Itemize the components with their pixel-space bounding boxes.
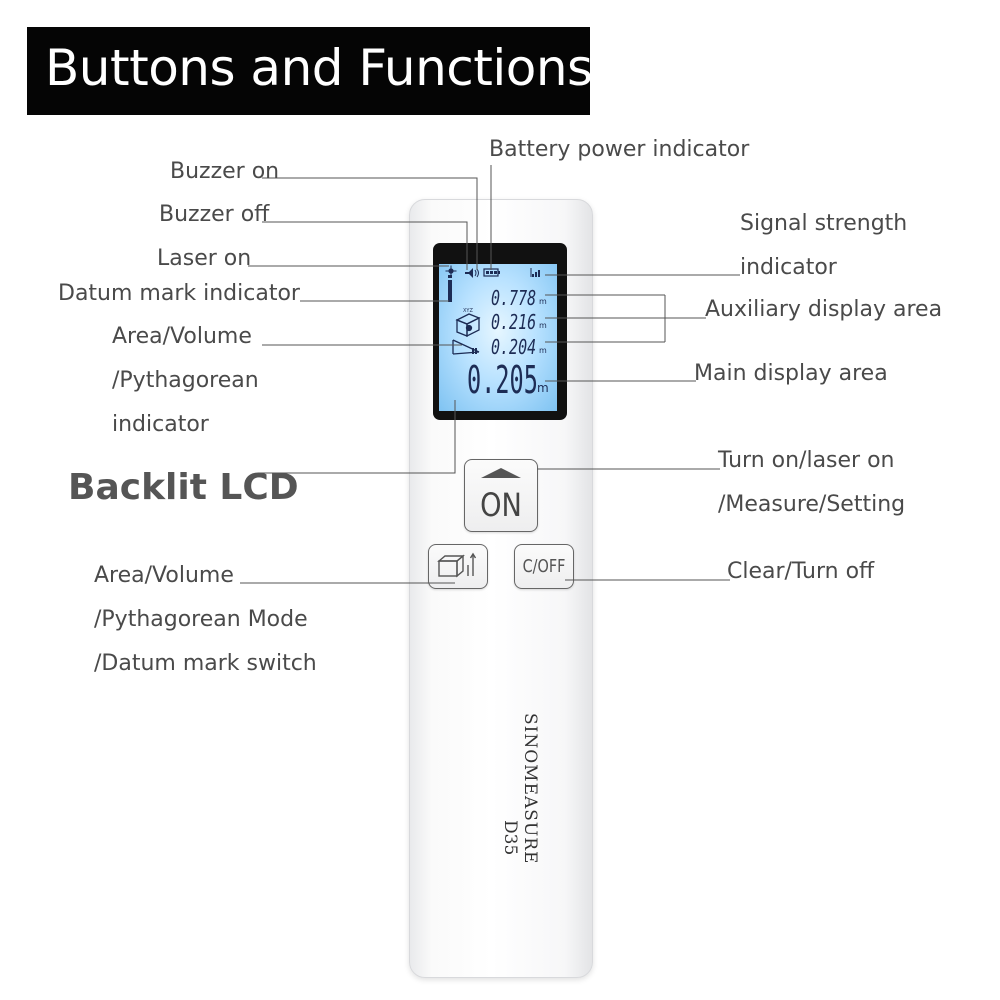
laser-icon: [445, 265, 457, 277]
label-area-volume-line3: indicator: [112, 412, 209, 437]
battery-icon: [483, 268, 500, 277]
brand-name: SINOMEASURE: [520, 713, 540, 865]
label-laser-on: Laser on: [157, 246, 252, 271]
aux-value-3: 0.204: [491, 335, 537, 359]
model-name: D35: [500, 820, 520, 856]
aux-value-2: 0.216: [491, 310, 537, 334]
label-datum-mark-indicator: Datum mark indicator: [58, 281, 300, 306]
label-buzzer-on: Buzzer on: [170, 159, 280, 184]
xyz-icon-label: XYZ: [463, 308, 473, 314]
label-signal-strength-line2: indicator: [740, 255, 837, 280]
clear-off-button-label: C/OFF: [522, 556, 566, 577]
label-area-volume-line2: /Pythagorean: [112, 368, 259, 393]
label-coff-function: Clear/Turn off: [727, 559, 875, 584]
label-on-function-line1: Turn on/laser on: [718, 448, 895, 473]
mode-button[interactable]: [428, 544, 488, 589]
label-mode-function-line2: /Pythagorean Mode: [94, 607, 308, 632]
main-unit: m: [537, 381, 549, 395]
arrow-up-icon: [481, 468, 521, 478]
label-battery-power-indicator: Battery power indicator: [489, 137, 750, 162]
page-title: Buttons and Functions: [45, 39, 593, 97]
main-value: 0.205: [467, 358, 538, 402]
title-bar: Buttons and Functions: [27, 27, 593, 115]
area-volume-pictogram: [452, 313, 481, 355]
label-buzzer-off: Buzzer off: [159, 202, 270, 227]
datum-mark-icon: [448, 275, 452, 302]
cube-volume-icon: [437, 552, 477, 578]
on-button-label: ON: [480, 486, 522, 524]
clear-off-button[interactable]: C/OFF: [514, 544, 574, 589]
aux-unit-3: m: [539, 346, 547, 355]
label-area-volume-line1: Area/Volume: [112, 324, 252, 349]
aux-value-1: 0.778: [491, 286, 537, 310]
signal-strength-icon: [530, 268, 540, 277]
aux-unit-2: m: [539, 321, 547, 330]
buzzer-icon: [465, 268, 479, 278]
label-mode-function-line3: /Datum mark switch: [94, 651, 317, 676]
label-on-function-line2: /Measure/Setting: [718, 492, 906, 517]
label-signal-strength-line1: Signal strength: [740, 211, 908, 236]
aux-unit-1: m: [539, 297, 547, 306]
label-mode-function-line1: Area/Volume: [94, 563, 234, 588]
backlit-lcd-screen: XYZ 0.778 m 0.216 m 0.204 m 0.205 m: [439, 264, 557, 411]
on-button[interactable]: ON: [464, 459, 538, 532]
label-backlit-lcd: Backlit LCD: [68, 467, 299, 508]
label-auxiliary-display-area: Auxiliary display area: [705, 297, 943, 322]
label-main-display-area: Main display area: [694, 361, 888, 386]
